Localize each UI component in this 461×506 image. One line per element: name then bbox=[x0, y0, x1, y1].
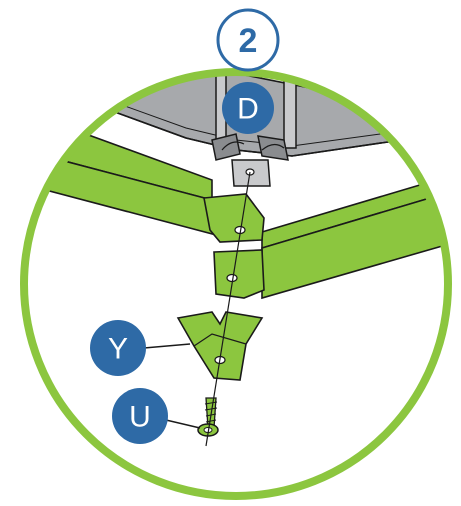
detail-circle-border bbox=[20, 68, 452, 500]
callout-u: U bbox=[112, 388, 201, 444]
callout-y-label: Y bbox=[108, 333, 128, 366]
right-rail-top bbox=[261, 168, 448, 250]
callout-d: D bbox=[222, 82, 274, 134]
corner-bracket-lower bbox=[213, 249, 265, 299]
callout-y: Y bbox=[90, 320, 191, 376]
step-number: 2 bbox=[239, 22, 258, 60]
callout-u-label: U bbox=[129, 401, 151, 434]
clip-hardware bbox=[211, 133, 289, 187]
post-right bbox=[283, 72, 297, 149]
step-number-badge: 2 bbox=[216, 8, 280, 72]
callout-d-label: D bbox=[237, 93, 259, 126]
alignment-line bbox=[205, 171, 251, 447]
bracket-y bbox=[176, 311, 264, 381]
